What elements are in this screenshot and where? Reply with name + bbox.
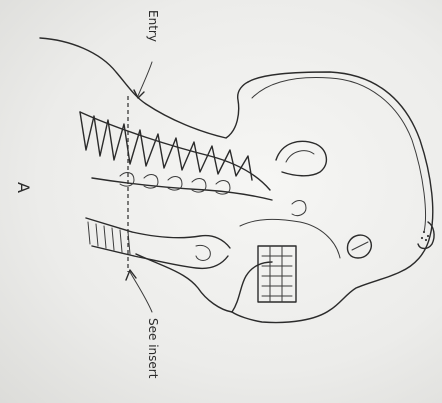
- see-insert-label: See insert: [146, 318, 160, 378]
- figure-letter-mark: A: [14, 182, 33, 193]
- teeth-row: [258, 246, 296, 302]
- figure-letter: A: [14, 182, 33, 193]
- cervical-spine: [80, 112, 272, 200]
- eye-slit: [352, 242, 368, 250]
- entry-label: Entry: [146, 10, 160, 42]
- neck-back-outline: [40, 38, 248, 138]
- trachea: [86, 218, 230, 268]
- see-insert-leader: [126, 270, 152, 312]
- ear-canal-outline: [276, 141, 326, 175]
- nose-tip-mark: [418, 222, 434, 249]
- entry-leader: [134, 62, 152, 98]
- jaw-outline: [232, 262, 272, 312]
- mastoid-mark: [292, 201, 306, 216]
- palate-line: [240, 219, 340, 258]
- throat-outline: [136, 254, 232, 312]
- ear-canal-inner: [286, 151, 314, 162]
- nose-stipple: [421, 231, 429, 241]
